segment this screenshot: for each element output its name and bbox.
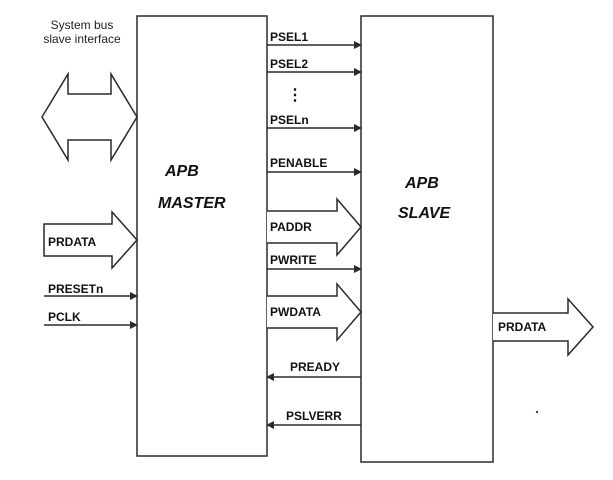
penable-label: PENABLE xyxy=(270,156,328,170)
psel-ellipsis: ⋮ xyxy=(287,87,303,104)
pready-label: PREADY xyxy=(290,360,341,374)
annotation-line-1: System bus xyxy=(50,18,114,32)
psel2-label: PSEL2 xyxy=(270,57,309,71)
paddr-label: PADDR xyxy=(270,220,312,234)
prdata-input-arrow xyxy=(43,210,139,270)
pwdata-label: PWDATA xyxy=(270,305,321,319)
prdata-input-label: PRDATA xyxy=(48,235,97,249)
pwrite-label: PWRITE xyxy=(270,253,317,267)
paddr-arrow xyxy=(267,196,362,258)
pseln-label: PSELn xyxy=(270,113,309,127)
apb-master-block xyxy=(136,15,268,457)
slave-title-line-2: SLAVE xyxy=(398,205,451,222)
master-title-line-2: MASTER xyxy=(158,195,226,212)
pslverr-label: PSLVERR xyxy=(286,409,342,423)
master-title-line-1: APB xyxy=(165,163,199,180)
prdata-output-arrow xyxy=(493,297,595,357)
apb-slave-block xyxy=(360,15,494,463)
prdata-output-label: PRDATA xyxy=(498,320,547,334)
psel1-label: PSEL1 xyxy=(270,30,309,44)
pwdata-arrow xyxy=(267,281,362,343)
pclk-label: PCLK xyxy=(48,310,81,324)
presetn-label: PRESETn xyxy=(48,282,104,296)
annotation-line-2: slave interface xyxy=(43,32,121,46)
system-bus-annotation: System bus slave interface xyxy=(30,18,134,46)
system-bus-double-arrow xyxy=(41,71,138,163)
stray-dot xyxy=(535,410,539,414)
slave-title-line-1: APB xyxy=(405,175,439,192)
